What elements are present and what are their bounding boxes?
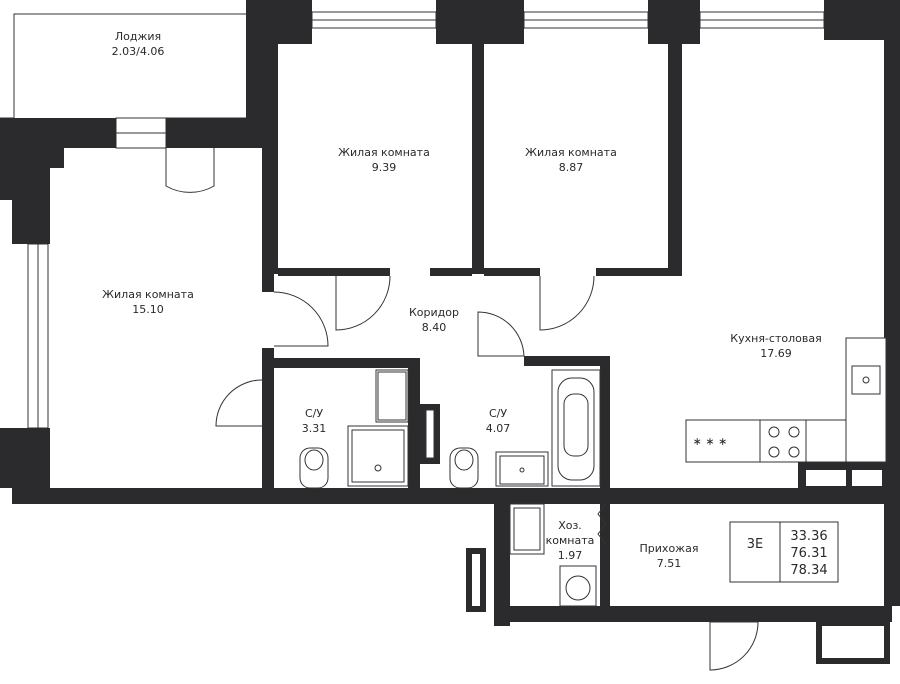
kitchen-area: 17.69 [760,347,792,360]
hallway-area: 7.51 [657,557,682,570]
window-glazing [27,11,825,429]
wall-openings [425,409,884,658]
bedroom-large-name: Жилая комната [102,288,194,301]
utility-name-line1: Хоз. [558,519,582,532]
bathroom-2-name: С/У [489,407,507,420]
bathroom-1-fixtures [299,369,409,489]
bedroom-1-area: 9.39 [372,161,397,174]
bathroom-2-area: 4.07 [486,422,511,435]
apartment-type: 3E [747,537,764,552]
cooktop-symbol: ∗ ∗ ∗ [693,435,728,448]
bathroom-1-name: С/У [305,407,323,420]
utility-name-line2: комната [546,534,595,547]
corridor-name: Коридор [409,306,459,319]
hallway-name: Прихожая [640,542,699,555]
bedroom-1-name: Жилая комната [338,146,430,159]
utility-fixtures [509,503,607,607]
kitchen-name: Кухня-столовая [730,332,821,345]
loggia-area: 2.03/4.06 [112,45,165,58]
summary-box [729,521,839,583]
doors [165,148,759,671]
area-with-loggia: 78.34 [790,563,827,578]
bathroom-2-fixtures [449,369,601,489]
bathroom-1-area: 3.31 [302,422,327,435]
utility-area: 1.97 [558,549,583,562]
corridor-area: 8.40 [422,321,447,334]
bedroom-2-name: Жилая комната [525,146,617,159]
total-area: 76.31 [790,546,827,561]
kitchen-fixtures [685,337,887,463]
bedroom-large-area: 15.10 [132,303,164,316]
loggia-name: Лоджия [115,30,161,43]
walls [0,0,900,664]
living-area: 33.36 [790,529,827,544]
bedroom-2-area: 8.87 [559,161,584,174]
